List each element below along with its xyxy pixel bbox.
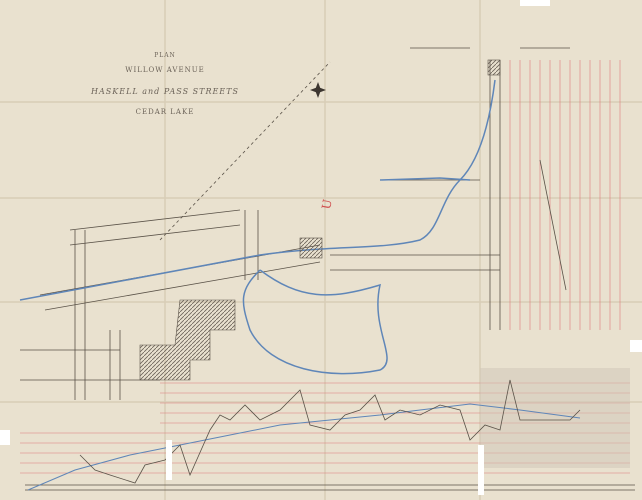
title-willow-avenue: WILLOW AVENUE (125, 66, 205, 74)
creek (19, 79, 496, 375)
grade-line (27, 403, 581, 491)
hatched-blocks (139, 299, 236, 381)
title-plan: PLAN (154, 52, 176, 59)
profile-line-right (539, 159, 567, 291)
svg-text:U: U (319, 198, 335, 210)
title-cedar-lake: CEDAR LAKE (135, 108, 195, 116)
shaded-section (480, 368, 630, 468)
title-streets: HASKELL and PASS STREETS (91, 87, 239, 96)
compass-rose-icon (310, 82, 326, 98)
right-profile-grid (509, 60, 621, 330)
